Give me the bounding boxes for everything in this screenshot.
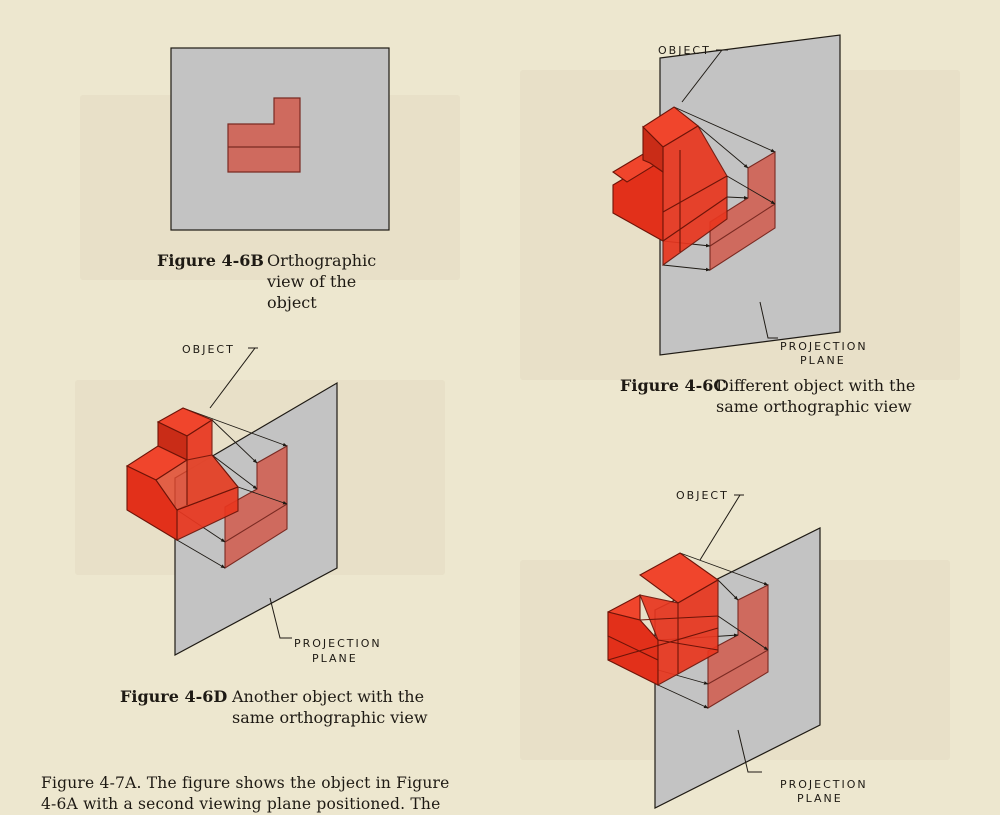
projection-plane-label-1: PROJECTION <box>780 340 868 353</box>
object-solid <box>125 407 239 541</box>
projection-plane-label-2: PLANE <box>800 354 846 367</box>
figure-4-6b-caption: Figure 4-6B Orthographic view of the obj… <box>157 250 397 314</box>
figure-4-6c-drawing: OBJECT PROJECTION PLANE <box>611 34 868 367</box>
object-label: OBJECT <box>658 44 711 57</box>
caption-text: Orthographic view of the object <box>267 251 377 312</box>
object-solid <box>607 552 720 686</box>
figure-number: Figure 4-6B <box>157 251 264 270</box>
figure-number: Figure 4-6C <box>620 376 727 395</box>
projection-plane-label-1: PROJECTION <box>780 778 868 791</box>
caption-text: Different object with the same orthograp… <box>716 376 916 416</box>
object-label: OBJECT <box>676 489 729 502</box>
orthographic-view-shape <box>227 97 301 173</box>
body-paragraph: Figure 4-7A. The figure shows the object… <box>41 774 450 813</box>
projection-plane-label-1: PROJECTION <box>294 637 382 650</box>
object-solid <box>611 106 728 267</box>
figure-number: Figure 4-6D <box>120 687 228 706</box>
object-label: OBJECT <box>182 343 235 356</box>
figure-4-6b-drawing <box>170 47 390 231</box>
caption-text: Another object with the same orthographi… <box>232 687 428 727</box>
projection-plane-label-2: PLANE <box>797 792 843 805</box>
figure-4-6d-drawing: OBJECT PROJECTION PLANE <box>125 343 382 665</box>
projection-plane-label-2: PLANE <box>312 652 358 665</box>
figure-4-6c-caption: Figure 4-6C Different object with the sa… <box>620 375 920 439</box>
figure-4-6d-caption: Figure 4-6D Another object with the same… <box>120 686 440 750</box>
figure-4-6e-drawing: OBJECT PROJECTION PLANE <box>607 489 868 809</box>
